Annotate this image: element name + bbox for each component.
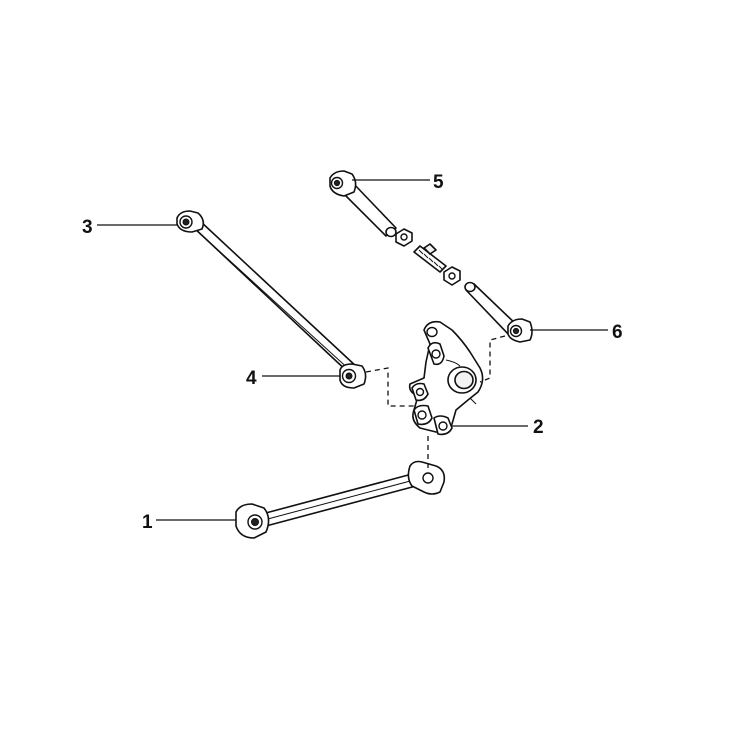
adjuster-threaded-bolt <box>413 243 447 273</box>
callout-4: 4 <box>246 368 257 389</box>
callout-leaders <box>97 179 608 521</box>
toe-link-upper-bushing <box>329 170 357 197</box>
steering-knuckle <box>408 320 484 436</box>
callout-3: 3 <box>82 217 93 238</box>
callout-5: 5 <box>433 172 444 193</box>
assembly-guide-lines <box>365 335 506 470</box>
callout-6: 6 <box>612 322 623 343</box>
lower-arm-bushing <box>235 503 270 539</box>
adjuster-nut-upper <box>395 228 413 247</box>
lower-control-arm <box>261 460 446 527</box>
lateral-link-lower-bushing <box>339 363 367 389</box>
adjuster-nut-lower <box>443 266 461 286</box>
toe-link-lower-bushing <box>507 318 533 343</box>
callout-2: 2 <box>533 417 544 438</box>
lateral-link-rod <box>191 220 359 375</box>
callout-labels: 1 2 3 4 5 6 <box>82 172 623 533</box>
callout-1: 1 <box>142 512 153 533</box>
lateral-link-upper-bushing <box>176 210 205 233</box>
